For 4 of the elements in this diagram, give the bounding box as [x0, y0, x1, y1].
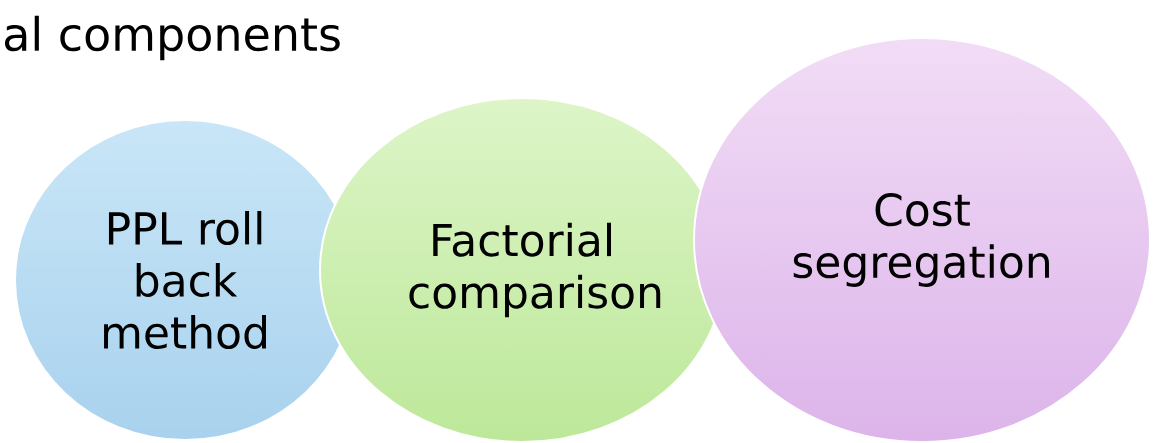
circle-node: Factorial comparison: [319, 97, 725, 443]
circle-node: Cost segregation: [693, 37, 1151, 443]
title: al components: [4, 15, 340, 61]
circle-node: PPL roll back method: [14, 119, 356, 441]
